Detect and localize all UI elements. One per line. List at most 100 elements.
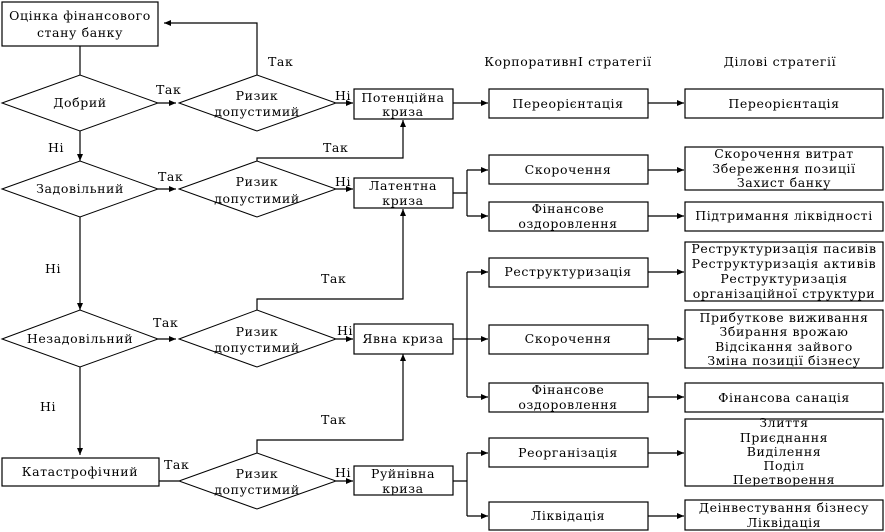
- risk-label: Ризик: [236, 466, 279, 481]
- business-strategy-line: Збирання врожаю: [719, 324, 848, 339]
- corporate-strategy-label: Фінансове: [532, 382, 605, 397]
- business-strategy-line: Перетворення: [733, 472, 835, 487]
- business-strategy-line: Підтримання ліквідності: [695, 208, 873, 223]
- business-strategy-line: Реструктуризація: [720, 271, 847, 286]
- corporate-strategy-reorganization: Реорганізація: [488, 437, 649, 468]
- crisis-label: криза: [382, 193, 423, 208]
- state-label: Катастрофічний: [22, 464, 138, 479]
- edge-label-yes: Так: [158, 169, 183, 184]
- business-strategy-line: Скорочення витрат: [714, 146, 853, 161]
- business-strategy-line: Захист банку: [737, 175, 831, 190]
- business-strategy-restructuring: Реструктуризація пасивів Реструктуризаці…: [684, 241, 884, 302]
- arrowhead: [169, 186, 176, 192]
- business-strategy-sanation: Фінансова санація: [684, 382, 884, 413]
- corporate-strategy-label: Ліквідація: [531, 508, 605, 523]
- business-strategy-line: Деінвестування бізнесу: [699, 500, 869, 515]
- corporate-strategy-restructuring: Реструктуризація: [488, 257, 649, 288]
- arrowhead: [677, 394, 684, 400]
- edge-label-yes: Так: [321, 412, 346, 427]
- arrowhead: [164, 20, 171, 26]
- arrowhead: [169, 336, 176, 342]
- risk-label: Ризик: [236, 174, 279, 189]
- header-business-strategies: Ділові стратегії: [724, 54, 836, 69]
- arrowhead: [481, 513, 488, 519]
- corporate-strategy-label: оздоровлення: [518, 397, 617, 412]
- business-strategy-line: Злиття: [759, 415, 808, 430]
- business-strategy-line: Збереження позиції: [712, 161, 855, 176]
- business-strategy-line: Приєднання: [740, 430, 828, 445]
- arrowhead: [346, 478, 353, 484]
- business-strategy-line: Реструктуризація активів: [692, 256, 877, 271]
- risk-label: допустимий: [214, 191, 300, 206]
- crisis-label: криза: [382, 104, 423, 119]
- arrowheads: [77, 20, 684, 519]
- corporate-strategy-label: Скорочення: [525, 162, 612, 177]
- corporate-strategy-financial-recovery: Фінансове оздоровлення: [488, 382, 649, 413]
- edge-label-no: Ні: [335, 88, 351, 103]
- risk-decision-4: Ризик допустимий: [177, 452, 338, 510]
- state-node-satisfactory: Задовільний: [0, 160, 160, 218]
- edge-label-no: Ні: [48, 140, 64, 155]
- business-strategy-line: Виділення: [747, 444, 822, 459]
- arrowhead: [481, 336, 488, 342]
- state-label: Незадовільний: [27, 331, 133, 346]
- risk-decision-3: Ризик допустимий: [177, 309, 338, 368]
- edge-label-no: Ні: [335, 465, 351, 480]
- crisis-label: Латентна: [369, 178, 437, 193]
- risk-label: допустимий: [214, 340, 300, 355]
- header-corporate-strategies: КорпоративнІ стратегії: [484, 54, 651, 69]
- state-node-good: Добрий: [0, 74, 160, 132]
- risk-label: допустимий: [214, 482, 300, 497]
- business-strategy-reorientation: Переорієнтація: [684, 88, 884, 119]
- arrowhead: [677, 213, 684, 219]
- edge-labels: Так Так Ні Ні Так Так Ні Ні Так Так Ні Н…: [40, 54, 353, 480]
- business-strategy-liquidity: Підтримання ліквідності: [684, 201, 884, 232]
- corporate-strategy-label: Фінансове: [532, 201, 605, 216]
- arrowhead: [677, 269, 684, 275]
- corporate-strategy-financial-recovery: Фінансове оздоровлення: [488, 201, 649, 232]
- edge-label-yes: Так: [321, 271, 346, 286]
- arrowhead: [346, 186, 353, 192]
- arrowhead: [481, 394, 488, 400]
- connector-lines: [79, 22, 684, 517]
- arrowhead: [481, 100, 488, 106]
- corporate-strategy-label: Реструктуризація: [504, 264, 631, 279]
- risk-label: допустимий: [214, 104, 300, 119]
- start-box-line: Оцінка фінансового: [9, 8, 151, 23]
- arrowhead: [677, 450, 684, 456]
- business-strategy-line: Прибуткове виживання: [699, 310, 868, 325]
- arrowhead: [481, 269, 488, 275]
- edge-label-yes: Так: [268, 54, 293, 69]
- arrowhead: [400, 120, 406, 127]
- edge-label-yes: Так: [153, 315, 178, 330]
- state-label: Добрий: [53, 95, 106, 110]
- arrowhead: [346, 336, 353, 342]
- crisis-box-potential: Потенційна криза: [353, 88, 454, 120]
- crisis-box-latent: Латентна криза: [353, 177, 454, 209]
- state-node-unsatisfactory: Незадовільний: [0, 309, 160, 368]
- edge-label-yes: Так: [164, 457, 189, 472]
- risk-label: Ризик: [236, 88, 279, 103]
- risk-decision-2: Ризик допустимий: [177, 160, 338, 218]
- arrowhead: [77, 303, 83, 310]
- business-strategy-divestment: Деінвестування бізнесу Ліквідація: [684, 499, 884, 531]
- edge-label-yes: Так: [323, 140, 348, 155]
- arrowhead: [400, 354, 406, 361]
- arrowhead: [677, 100, 684, 106]
- arrowhead: [77, 448, 83, 455]
- arrowhead: [481, 213, 488, 219]
- edge-label-yes: Так: [156, 82, 181, 97]
- crisis-label: Потенційна: [361, 90, 444, 105]
- arrowhead: [481, 450, 488, 456]
- business-strategy-line: Поділ: [763, 458, 804, 473]
- arrowhead: [481, 167, 488, 173]
- business-strategy-line: організаційної структури: [693, 286, 875, 301]
- crisis-label: Явна криза: [362, 331, 443, 346]
- arrowhead: [77, 154, 83, 161]
- edge-label-no: Ні: [40, 399, 56, 414]
- business-strategy-line: Відсікання зайвого: [715, 339, 853, 354]
- risk-decision-1: Ризик допустимий: [177, 74, 338, 132]
- business-strategy-survival: Прибуткове виживання Збирання врожаю Від…: [684, 309, 884, 369]
- arrowhead: [400, 209, 406, 216]
